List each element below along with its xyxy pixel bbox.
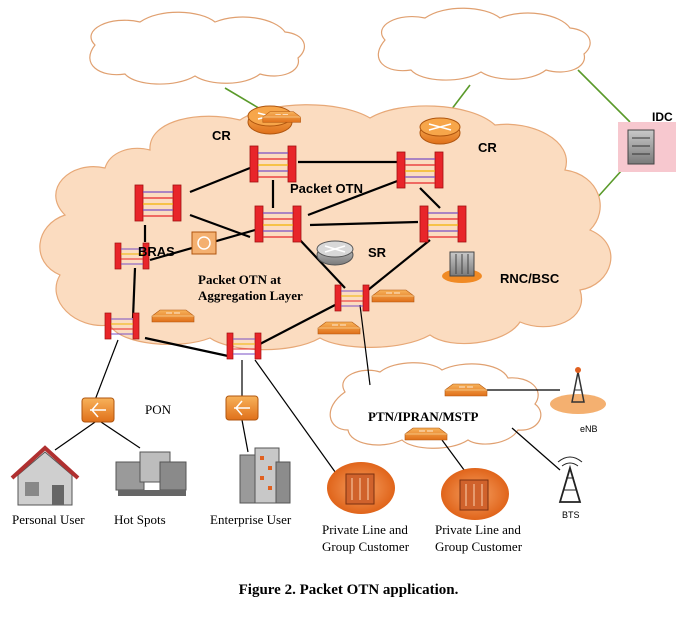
label-bts: BTS: [562, 510, 580, 520]
label-agg-line1: Packet OTN at: [198, 272, 282, 287]
pon-ont-enterprise: [225, 395, 259, 421]
label-packet-otn: Packet OTN: [290, 181, 363, 196]
ptn-cloud: [329, 362, 542, 449]
main-cloud: [39, 104, 612, 351]
label-personal-user: Personal User: [12, 512, 85, 527]
label-sr: SR: [368, 245, 387, 260]
label-cr-left: CR: [212, 128, 231, 143]
label-ptn: PTN/IPRAN/MSTP: [368, 409, 479, 424]
private-customer-1-icon: [327, 462, 395, 514]
enb-tower-icon: [550, 367, 606, 414]
switch-agg-3: [371, 289, 415, 303]
switch-ptn-2: [404, 427, 448, 441]
label-bras: BRAS: [138, 244, 175, 259]
label-rnc-bsc: RNC/BSC: [500, 271, 560, 286]
label-agg-line2: Aggregation Layer: [198, 288, 303, 303]
core-links: [131, 160, 441, 358]
bras-device: [191, 231, 217, 255]
label-private-line-2b: Group Customer: [435, 539, 523, 554]
link-cloud-idc: [577, 69, 631, 123]
private-customer-2-icon: [441, 468, 509, 520]
switch-agg-2: [317, 321, 361, 335]
label-hot-spots: Hot Spots: [114, 512, 166, 527]
enterprise-building-icon: [239, 447, 291, 504]
link-cloud-cr-left: [224, 87, 263, 111]
label-enterprise-user: Enterprise User: [210, 512, 292, 527]
top-cloud-right: [377, 7, 591, 81]
idc-device: [618, 122, 676, 172]
rnc-bsc-device: [442, 251, 482, 283]
label-cr-right: CR: [478, 140, 497, 155]
house-icon: [10, 445, 80, 506]
top-cloud-left: [89, 11, 306, 85]
hot-spots-icon: [115, 451, 187, 496]
bts-tower-icon: [557, 456, 583, 503]
switch-ptn-1: [444, 383, 488, 397]
cr-right-router: [419, 117, 461, 145]
label-enb: eNB: [580, 424, 598, 434]
pon-ont-left: [81, 397, 115, 423]
figure-caption: Figure 2. Packet OTN application.: [238, 582, 459, 598]
access-links: [54, 304, 561, 479]
label-pon: PON: [145, 402, 172, 417]
cr-left-router: [247, 105, 301, 135]
label-private-line-1a: Private Line and: [322, 522, 408, 537]
label-idc: IDC: [652, 110, 673, 124]
sr-router: [316, 240, 354, 266]
switch-agg-1: [151, 309, 195, 323]
label-private-line-2a: Private Line and: [435, 522, 521, 537]
label-private-line-1b: Group Customer: [322, 539, 410, 554]
